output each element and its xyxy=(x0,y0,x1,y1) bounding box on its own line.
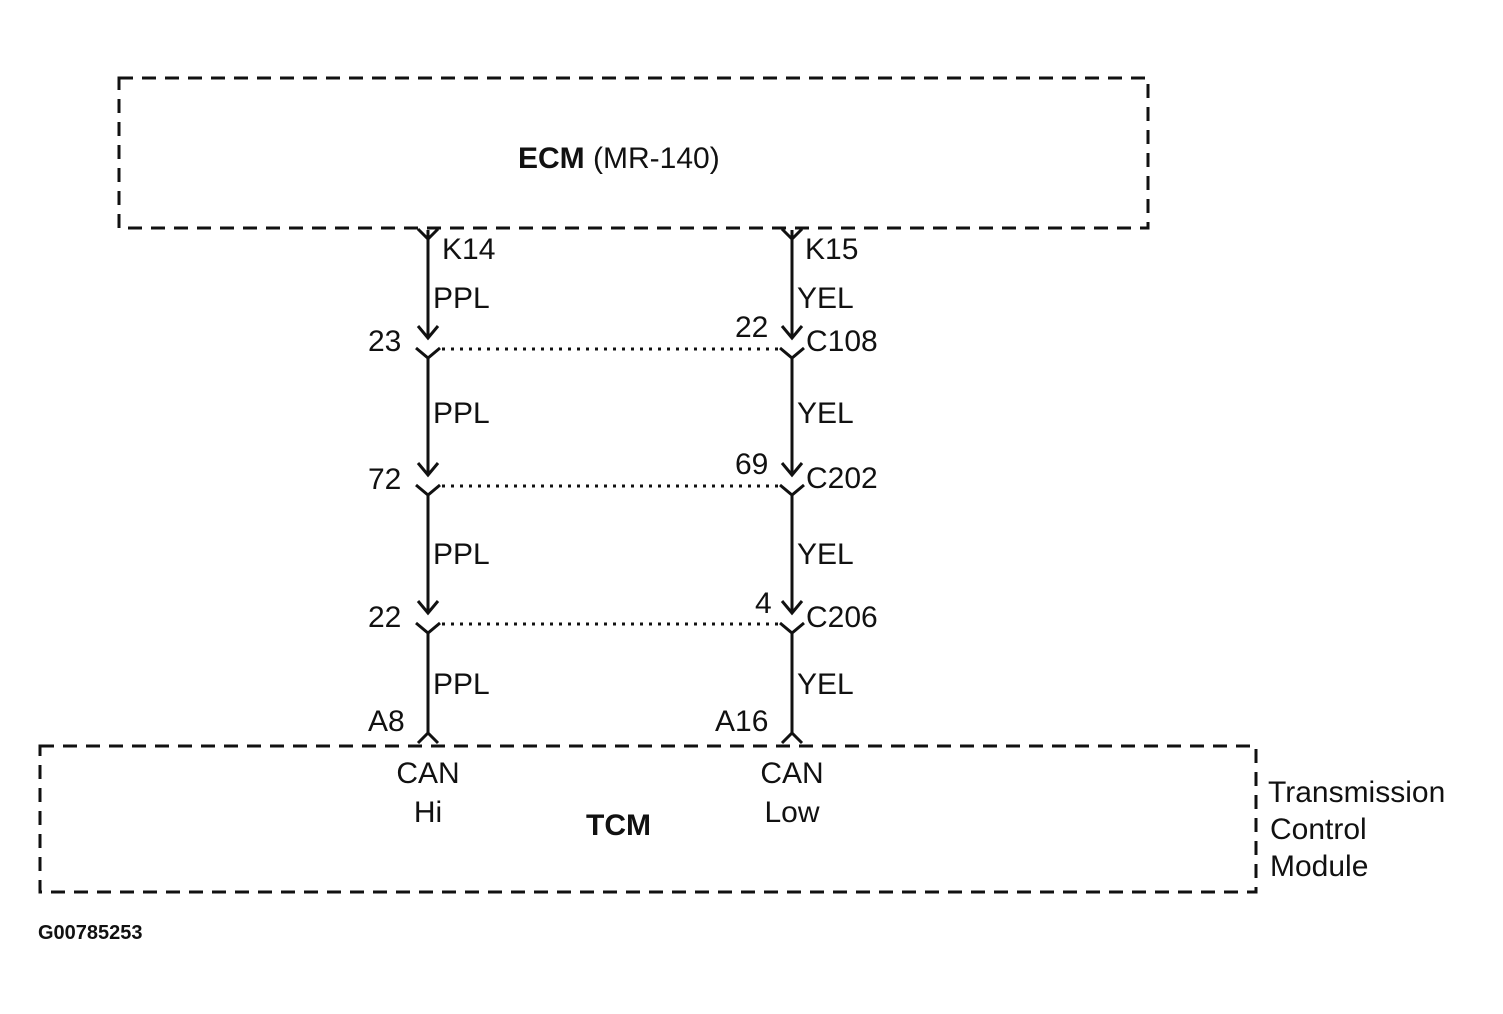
left-circuit xyxy=(415,227,441,745)
right-signal-2: Low xyxy=(764,796,819,829)
right-connector-pin-3: 4 xyxy=(755,587,772,620)
ecm-name: ECM xyxy=(518,142,585,175)
svg-text:ECM (MR-140): ECM (MR-140) xyxy=(518,142,720,175)
figure-id: G00785253 xyxy=(38,922,143,944)
right-wire-color-3: YEL xyxy=(797,538,854,571)
right-wire-color-1: YEL xyxy=(797,282,854,315)
right-ecm-pin: K15 xyxy=(805,233,858,266)
left-connector-pin-3: 22 xyxy=(368,601,401,634)
left-signal-1: CAN xyxy=(396,757,459,790)
ecm-model: (MR-140) xyxy=(593,142,720,175)
left-connector-pin-2: 72 xyxy=(368,463,401,496)
left-ecm-pin: K14 xyxy=(442,233,495,266)
right-connector-pin-2: 69 xyxy=(735,448,768,481)
left-tcm-pin: A8 xyxy=(368,705,405,738)
tcm-side-label-2: Control xyxy=(1270,813,1367,846)
left-wire-color-4: PPL xyxy=(433,668,490,701)
left-connector-pin-1: 23 xyxy=(368,325,401,358)
tcm-side-label-1: Transmission xyxy=(1268,776,1445,809)
tcm-side-label-3: Module xyxy=(1270,850,1368,883)
connector-c202: C202 xyxy=(806,462,878,495)
left-wire-color-3: PPL xyxy=(433,538,490,571)
tcm-box xyxy=(38,744,1258,894)
left-signal-2: Hi xyxy=(414,796,442,829)
tcm-name: TCM xyxy=(586,809,651,842)
right-signal-1: CAN xyxy=(760,757,823,790)
left-wire-color-2: PPL xyxy=(433,397,490,430)
right-tcm-pin: A16 xyxy=(715,705,768,738)
right-wire-color-2: YEL xyxy=(797,397,854,430)
connector-c206: C206 xyxy=(806,601,878,634)
right-circuit xyxy=(779,227,805,745)
right-wire-color-4: YEL xyxy=(797,668,854,701)
left-wire-color-1: PPL xyxy=(433,282,490,315)
right-connector-pin-1: 22 xyxy=(735,311,768,344)
ecm-box xyxy=(117,76,1150,230)
connector-c108: C108 xyxy=(806,325,878,358)
